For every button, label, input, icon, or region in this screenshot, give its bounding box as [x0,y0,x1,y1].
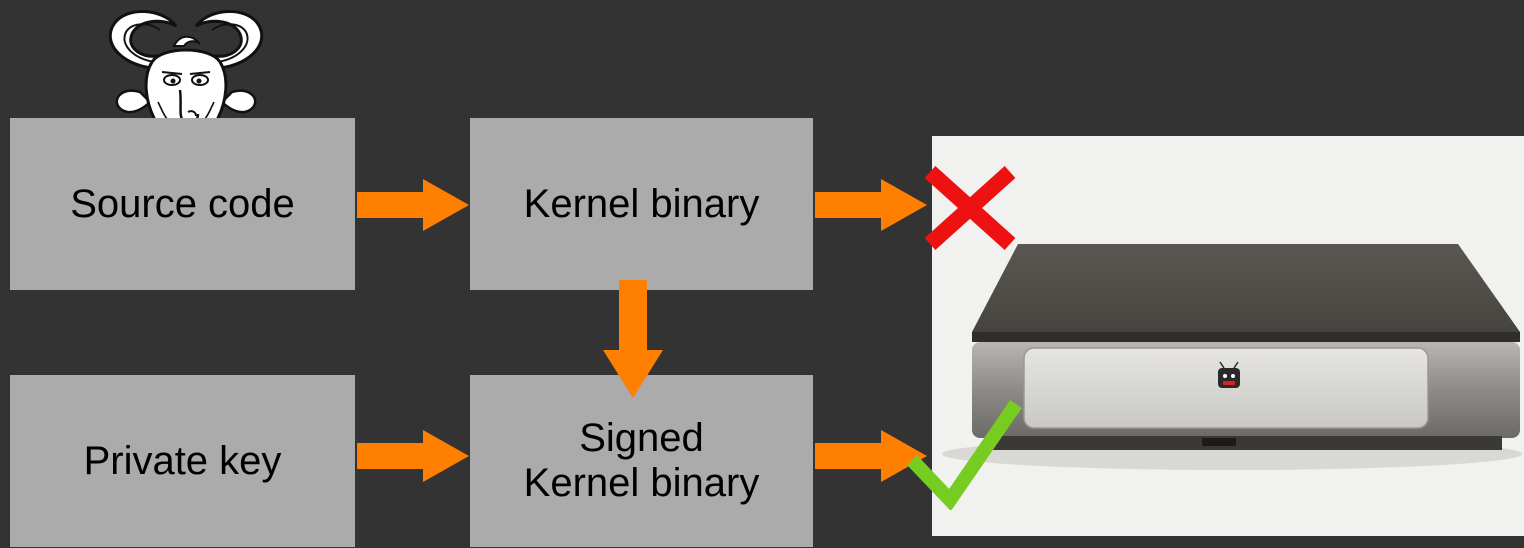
signed-kernel-binary-label-line2: Kernel binary [523,461,760,505]
arrow-kernel-to-signed [603,280,663,398]
arrow-kernel-to-device [815,179,927,231]
arrow-signed-to-device [815,430,927,482]
arrow-source-to-kernel [357,179,469,231]
source-code-label: Source code [70,181,295,226]
set-top-box-photo [932,136,1524,536]
signed-kernel-binary-label-line1: Signed [579,416,704,461]
red-cross-icon [924,166,1016,250]
private-key-box: Private key [10,375,355,547]
kernel-binary-box: Kernel binary [470,118,813,290]
private-key-label: Private key [83,438,282,483]
kernel-binary-label: Kernel binary [523,181,760,226]
source-code-box: Source code [10,118,355,290]
arrow-key-to-signed [357,430,469,482]
signed-kernel-binary-box: Signed Kernel binary [470,375,813,547]
green-check-icon [906,400,1022,510]
